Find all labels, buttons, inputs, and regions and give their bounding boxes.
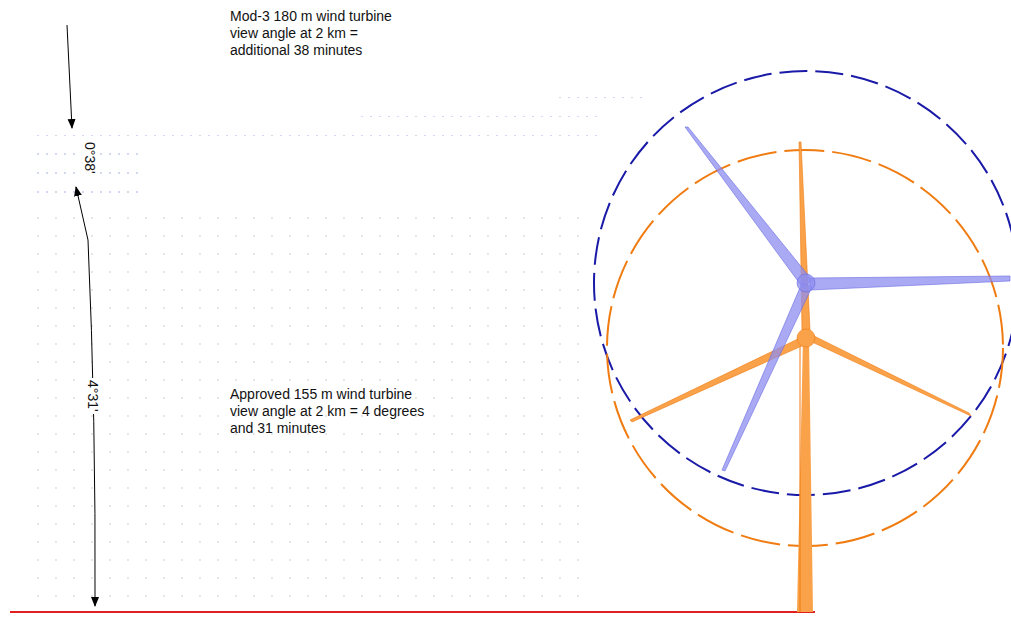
note-text: Mod-3 180 m wind turbine view angle at 2… [230, 8, 408, 59]
sky-dots [360, 116, 600, 118]
ground-line [10, 611, 815, 613]
angle-dimension: 4°31' [85, 378, 101, 414]
sky-dots [30, 135, 140, 210]
dimension-arrow [76, 187, 88, 240]
tower [797, 338, 813, 612]
dimension-arrow [67, 25, 72, 128]
mod3-blades [685, 127, 1010, 471]
sky-dots [555, 97, 645, 99]
angle-dimension: 0°38' [82, 140, 98, 176]
tower [800, 338, 801, 612]
note-text: Approved 155 m wind turbine view angle a… [230, 386, 430, 437]
dimension-arrow [88, 240, 95, 606]
background-dots [30, 210, 590, 605]
sky-dots [140, 135, 600, 137]
